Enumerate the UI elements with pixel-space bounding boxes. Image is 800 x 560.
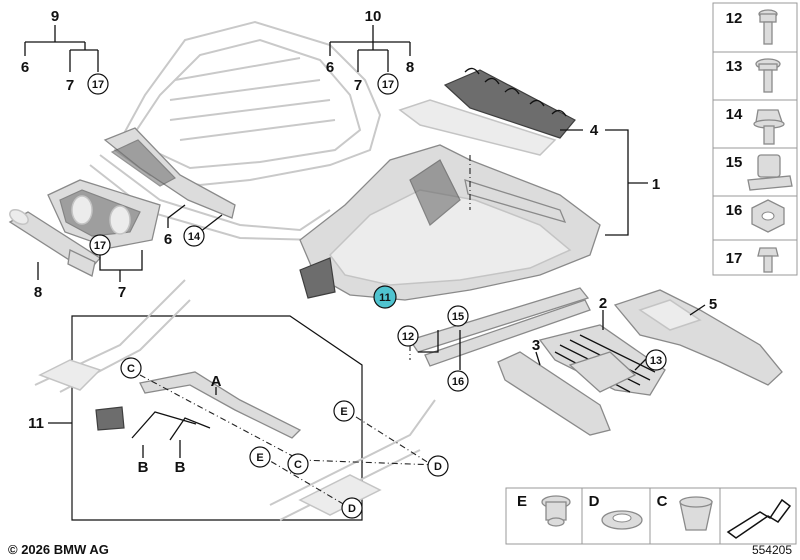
- svg-text:E: E: [256, 452, 263, 464]
- bolt-14-icon: [753, 109, 785, 145]
- nut-16-icon: [751, 199, 785, 233]
- label-14: 14: [726, 106, 743, 123]
- diagram-number: 554205: [752, 543, 792, 557]
- seat-rails: [408, 287, 591, 367]
- svg-text:12: 12: [402, 331, 414, 343]
- label-2: 2: [599, 295, 607, 312]
- part-5-bracket: [613, 289, 783, 386]
- clip-d-icon: [601, 510, 643, 530]
- callout-e-1: E: [333, 400, 355, 422]
- callout-17-top-left: 17: [87, 73, 109, 95]
- svg-text:C: C: [294, 459, 302, 471]
- part-1-seat-frame: [299, 144, 601, 301]
- clip-e-icon: [541, 495, 571, 527]
- labels: 9 6 7 10 6 7 8 4 1 6 7 8 2 5 3 11 A B B …: [8, 8, 792, 557]
- label-b-2: B: [175, 459, 186, 476]
- label-1: 1: [652, 176, 660, 193]
- callout-17-top-mid: 17: [377, 73, 399, 95]
- fastener-column: [712, 2, 798, 276]
- callout-11-highlight: 11: [373, 285, 397, 309]
- part-4-strips: [398, 67, 576, 156]
- label-7-mid: 7: [354, 77, 362, 94]
- callout-17-left: 17: [89, 234, 111, 256]
- part-6-cover: [103, 127, 236, 219]
- part-3-bracket: [497, 351, 637, 436]
- svg-text:11: 11: [379, 292, 391, 304]
- callouts: 17 17 17 14 11 15 12 16: [87, 73, 667, 519]
- clip-c-icon: [679, 496, 713, 531]
- svg-text:17: 17: [92, 79, 104, 91]
- callout-12: 12: [397, 325, 419, 347]
- nut-15-icon: [747, 154, 793, 191]
- label-6-top: 6: [21, 59, 29, 76]
- label-a: A: [211, 373, 222, 390]
- svg-text:17: 17: [94, 240, 106, 252]
- label-c-clip: C: [657, 493, 668, 510]
- callout-16: 16: [447, 370, 469, 392]
- ghost-seat-frame: [89, 20, 382, 241]
- svg-text:16: 16: [452, 376, 464, 388]
- detail-box-11: [34, 279, 439, 521]
- label-11-box: 11: [28, 415, 44, 432]
- screw-13-icon: [755, 58, 781, 93]
- screw-12-icon: [758, 9, 778, 45]
- label-13: 13: [726, 58, 743, 75]
- label-15: 15: [726, 154, 743, 171]
- svg-text:15: 15: [452, 311, 464, 323]
- callout-c-1: C: [120, 357, 142, 379]
- label-17: 17: [726, 250, 743, 267]
- svg-text:D: D: [348, 503, 356, 515]
- svg-text:17: 17: [382, 79, 394, 91]
- label-10: 10: [365, 8, 382, 25]
- label-4: 4: [590, 122, 599, 139]
- callout-d-1: D: [427, 455, 449, 477]
- svg-text:14: 14: [188, 231, 201, 243]
- label-6-left: 6: [164, 231, 172, 248]
- label-7-left: 7: [118, 284, 126, 301]
- callout-c-2: C: [287, 453, 309, 475]
- label-12: 12: [726, 10, 743, 27]
- arrow-icon: [726, 498, 792, 539]
- bolt-17-icon: [757, 247, 779, 273]
- svg-text:D: D: [434, 461, 442, 473]
- svg-text:E: E: [340, 406, 347, 418]
- label-d-clip: D: [589, 493, 600, 510]
- label-6-mid: 6: [326, 59, 334, 76]
- callout-13: 13: [645, 349, 667, 371]
- label-16: 16: [726, 202, 743, 219]
- label-3: 3: [532, 337, 540, 354]
- copyright: © 2026 BMW AG: [8, 542, 109, 557]
- callout-14: 14: [183, 225, 205, 247]
- label-7-top: 7: [66, 77, 74, 94]
- leader-lines-left: [24, 25, 411, 282]
- callout-d-2: D: [341, 497, 363, 519]
- svg-text:C: C: [127, 363, 135, 375]
- label-9: 9: [51, 8, 59, 25]
- callout-e-2: E: [249, 446, 271, 468]
- label-8-left: 8: [34, 284, 42, 301]
- callout-15: 15: [447, 305, 469, 327]
- part-7-housing: [47, 179, 161, 249]
- label-5: 5: [709, 296, 717, 313]
- label-b-1: B: [138, 459, 149, 476]
- label-e-clip: E: [517, 493, 527, 510]
- label-8-top: 8: [406, 59, 414, 76]
- svg-text:13: 13: [650, 355, 662, 367]
